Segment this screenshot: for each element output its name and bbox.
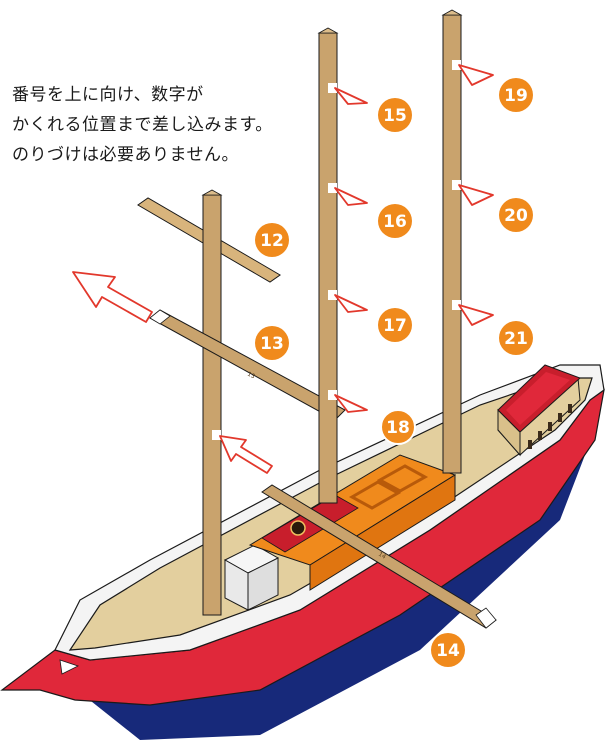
instruction-text: 番号を上に向け、数字が かくれる位置まで差し込みます。 のりづけは必要ありません… <box>12 80 312 170</box>
badge-20-label: 20 <box>504 206 528 226</box>
number-badges: 12 13 14 15 16 17 18 19 <box>255 78 533 667</box>
badge-14-label: 14 <box>436 641 460 661</box>
foremast <box>202 194 222 616</box>
insertion-arrows <box>72 64 494 474</box>
mainmast <box>318 32 338 504</box>
midship-cabin <box>248 454 457 591</box>
mainmast-group <box>317 27 339 504</box>
instruction-line-3: のりづけは必要ありません。 <box>12 145 239 165</box>
arrow-slot-18 <box>334 394 368 413</box>
badge-18: 18 <box>380 409 416 445</box>
cabin-side-orange <box>309 474 456 591</box>
mizzenmast-slot-19 <box>452 60 461 70</box>
badge-14: 14 <box>431 633 465 667</box>
arrow-slot-16 <box>334 187 368 206</box>
badge-12: 12 <box>255 223 289 257</box>
cabin-skylight-1 <box>348 480 402 510</box>
badge-20: 20 <box>499 198 533 232</box>
mainmast-slot-18 <box>328 390 337 400</box>
mainmast-slot-15 <box>328 83 337 93</box>
badge-19: 19 <box>499 78 533 112</box>
mizzenmast-group <box>441 9 463 474</box>
arrow-foremast-slot <box>219 435 273 474</box>
yard-13 <box>149 309 346 421</box>
foremast-cap <box>201 189 223 196</box>
bow-marker <box>59 659 80 675</box>
mizzenmast-cap <box>441 9 463 16</box>
cabin-skylight-2 <box>376 464 429 493</box>
badge-18-label: 18 <box>386 418 410 438</box>
mizzenmast-slot-20 <box>452 180 461 190</box>
yard-13-part-label: 13 <box>246 371 256 381</box>
forward-deck-box <box>223 544 280 611</box>
arrow-slot-15 <box>334 87 368 105</box>
badge-13: 13 <box>255 326 289 360</box>
badge-21: 21 <box>499 321 533 355</box>
yard-13-tip <box>149 309 171 325</box>
aft-cabin <box>497 364 581 457</box>
foremast-slot <box>212 430 221 440</box>
badge-12-label: 12 <box>260 231 284 251</box>
badge-17: 17 <box>378 308 412 342</box>
instruction-line-1: 番号を上に向け、数字が <box>12 85 204 105</box>
yard-14-group: 14 <box>261 484 497 629</box>
mizzenmast <box>442 14 462 474</box>
aft-cabin-windows <box>528 404 572 449</box>
arrow-slot-21 <box>458 304 494 326</box>
badge-17-label: 17 <box>383 316 407 336</box>
badge-19-label: 19 <box>504 86 528 106</box>
arrow-slot-17 <box>334 294 368 313</box>
mainmast-cap <box>317 27 339 34</box>
arrow-yard-13 <box>72 271 153 323</box>
badge-13-label: 13 <box>260 334 284 354</box>
arrow-slot-20 <box>458 184 494 206</box>
foremast-group: 13 <box>137 189 346 616</box>
aft-cabin-roof-inner <box>506 372 570 425</box>
badge-15-label: 15 <box>383 106 407 126</box>
mainmast-slot-17 <box>328 290 337 300</box>
mainmast-slot-16 <box>328 183 337 193</box>
yard-14-part-label: 14 <box>377 551 387 561</box>
deck-box-front <box>247 557 279 611</box>
yard-14-tip <box>475 607 497 629</box>
arrow-slot-19 <box>458 64 494 86</box>
instruction-line-2: かくれる位置まで差し込みます。 <box>12 115 273 135</box>
mizzenmast-slot-21 <box>452 300 461 310</box>
badge-16: 16 <box>378 204 412 238</box>
badge-15: 15 <box>378 98 412 132</box>
cabin-emblem <box>290 520 306 536</box>
badge-21-label: 21 <box>504 329 528 349</box>
badge-16-label: 16 <box>383 212 407 232</box>
